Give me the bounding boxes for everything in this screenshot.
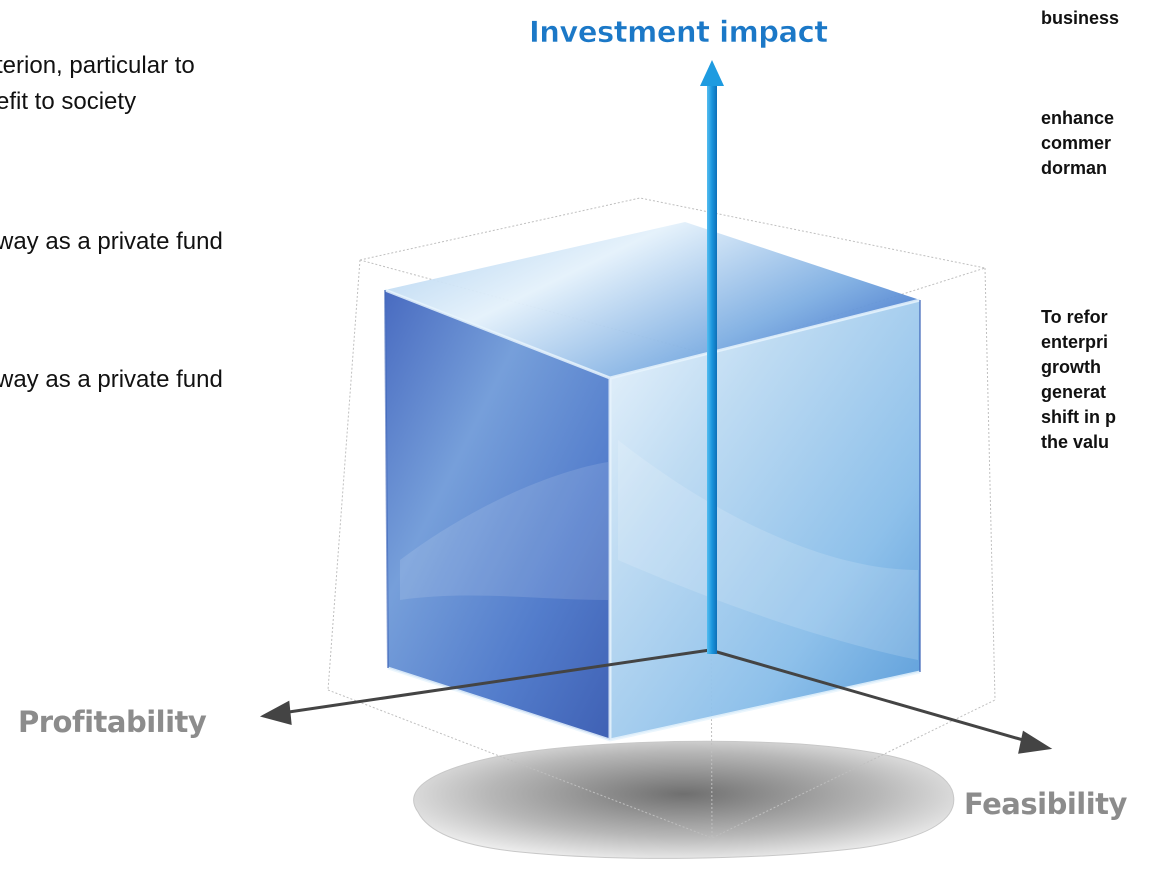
feasibility-arrowhead xyxy=(1018,730,1053,754)
left-text-line-2: efit to society xyxy=(0,88,137,115)
right-text-block2-line-2: enterpri xyxy=(1041,332,1109,352)
left-text-line-1: terion, particular to xyxy=(0,52,195,79)
right-text-block1-line-3: commer xyxy=(1041,133,1112,153)
cube-left-face xyxy=(385,290,610,740)
cube-shadow xyxy=(413,740,955,859)
right-text-block2-line-5: shift in p xyxy=(1041,407,1116,427)
feasibility-label: Feasibility xyxy=(964,787,1128,821)
profitability-label: Profitability xyxy=(18,705,207,739)
right-text-block2-line-6: the valu xyxy=(1041,432,1110,452)
left-text-line-3: way as a private fund xyxy=(0,228,223,255)
right-text-block1-line-2: enhance xyxy=(1041,108,1115,128)
cube-edges xyxy=(384,288,921,742)
investment-impact-label: Investment impact xyxy=(529,15,828,49)
right-text-block1-line-1: business xyxy=(1041,8,1120,28)
feasibility-axis xyxy=(709,648,1031,744)
cube-top-face xyxy=(385,222,920,378)
horizontal-axes xyxy=(259,648,1053,754)
profitability-arrowhead xyxy=(259,700,292,726)
right-text-block1-line-4: dorman xyxy=(1041,158,1108,178)
investment-impact-arrow xyxy=(700,60,724,654)
right-text-block2-line-4: generat xyxy=(1041,382,1107,402)
cube-right-face xyxy=(610,300,920,740)
right-text-block2-line-1: To refor xyxy=(1041,307,1108,327)
right-text-block2-line-3: growth xyxy=(1041,357,1101,377)
left-text-line-4: way as a private fund xyxy=(0,366,223,393)
profitability-axis xyxy=(281,648,711,715)
